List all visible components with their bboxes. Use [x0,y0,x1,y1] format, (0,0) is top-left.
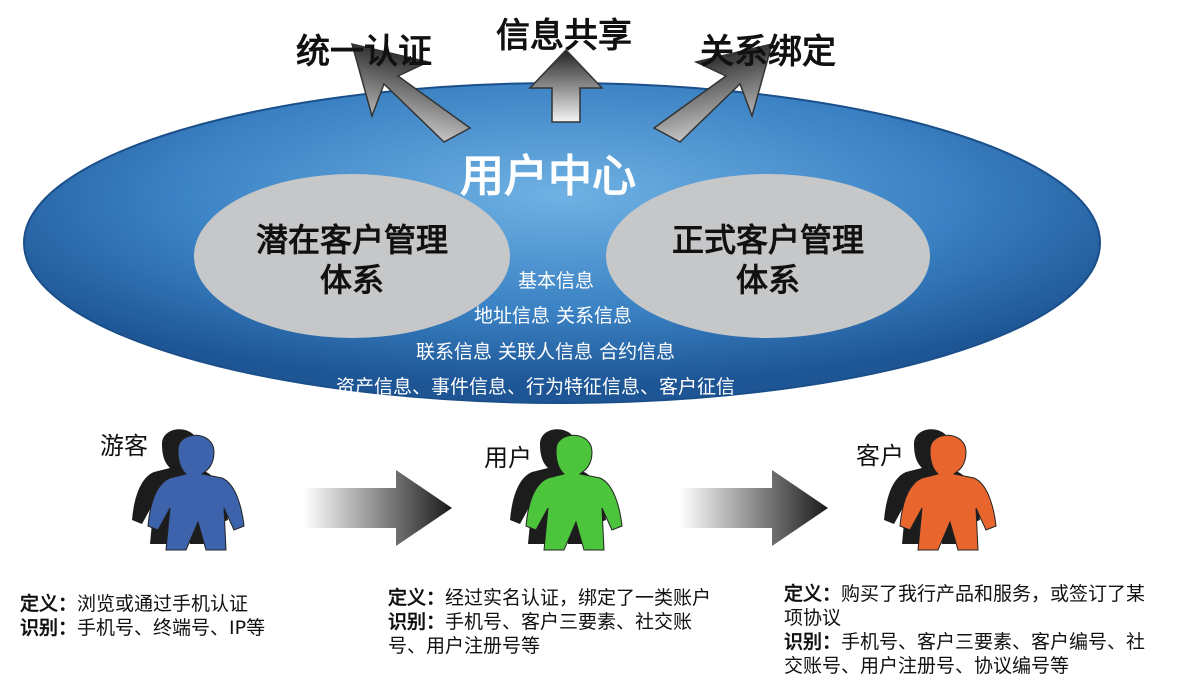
identify-label: 识别： [784,631,842,653]
definition-label: 定义： [388,587,446,609]
arrow-up-left-icon [350,42,472,143]
user-label: 用户 [484,444,532,472]
formal-system-line: 正式客户管理 [671,221,864,259]
visitor-figure-icon [132,429,245,551]
user-figure-icon [510,429,623,551]
definition-text: 购买了我行产品和服务，或签订了某项协议 [784,583,1146,629]
info-line: 资产信息、事件信息、行为特征信息、客户征信 [336,376,736,398]
figure-body [525,434,623,551]
unified-auth-label: 统一认证 [296,32,432,72]
definition-label: 定义： [20,593,78,615]
figure-body [899,434,997,551]
info-sharing-label: 信息共享 [496,16,632,56]
customer-description: 定义：购买了我行产品和服务，或签订了某项协议 识别：手机号、客户三要素、客户编号… [784,582,1164,678]
relation-binding-label: 关系绑定 [700,32,836,72]
info-line: 基本信息 [518,270,595,292]
identify-text: 手机号、客户三要素、社交账号、用户注册号等 [388,611,693,657]
arrow-up-right-icon [652,42,774,143]
customer-figure-icon [884,429,997,551]
visitor-label: 游客 [100,432,148,460]
arrow-up-icon [528,48,604,123]
potential-system-line: 潜在客户管理 [255,221,448,259]
visitor-description: 定义：浏览或通过手机认证 识别：手机号、终端号、IP等 [20,592,340,640]
identify-label: 识别： [20,617,78,639]
formal-customer-ellipse [606,174,930,338]
definition-text: 浏览或通过手机认证 [77,593,249,615]
center-title: 用户中心 [460,151,636,202]
user-description: 定义：经过实名认证，绑定了一类账户 识别：手机号、客户三要素、社交账号、用户注册… [388,586,728,658]
customer-label: 客户 [856,442,904,470]
potential-customer-ellipse [194,174,510,338]
figure-body [147,434,245,551]
flow-arrow-icon [680,470,828,546]
definition-text: 经过实名认证，绑定了一类账户 [445,587,712,609]
definition-label: 定义： [784,583,842,605]
potential-system-line: 体系 [319,261,384,299]
formal-system-line: 体系 [735,261,800,299]
identify-text: 手机号、终端号、IP等 [77,617,266,639]
potential-system-title: 潜在客户管理 体系 [232,220,472,300]
identify-label: 识别： [388,611,446,633]
info-line: 联系信息 关联人信息 合约信息 [416,341,676,363]
flow-arrow-icon [304,470,452,546]
identify-text: 手机号、客户三要素、客户编号、社交账号、用户注册号、协议编号等 [784,631,1146,677]
info-line: 地址信息 关系信息 [474,305,633,327]
formal-system-title: 正式客户管理 体系 [648,220,888,300]
